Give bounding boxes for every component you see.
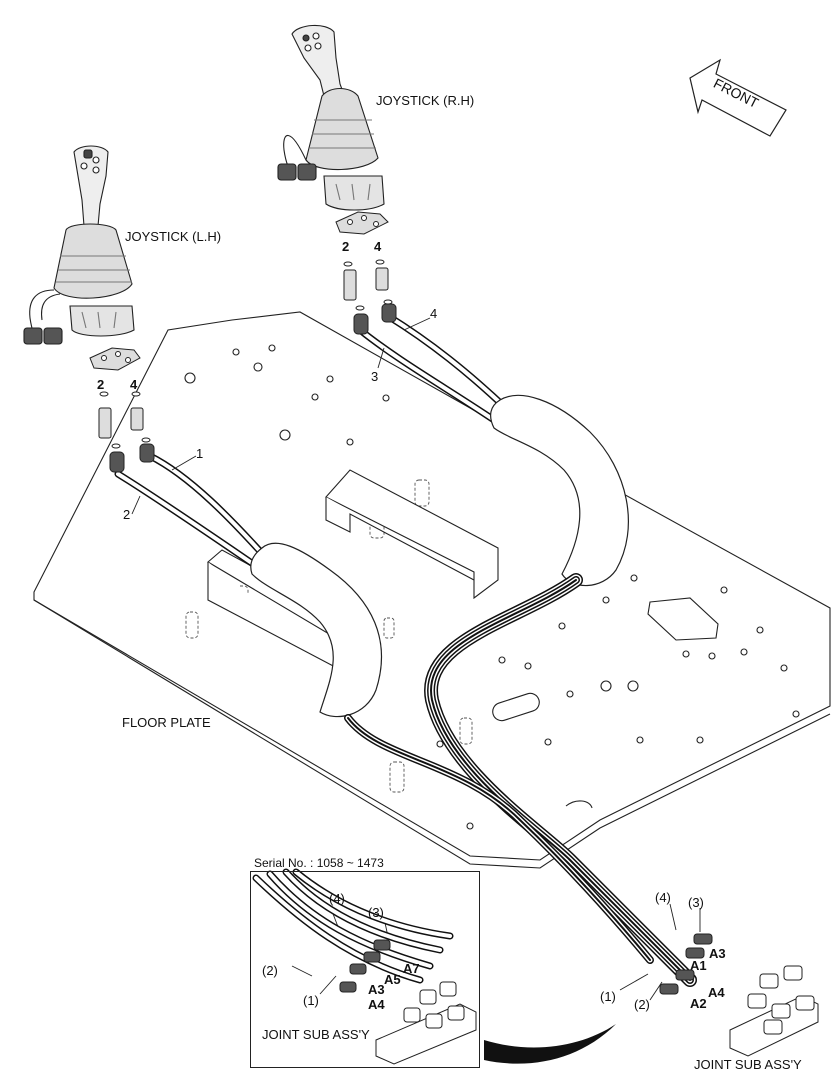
inset-port-a4: A4	[368, 997, 385, 1012]
lh-valve-parts	[89, 347, 155, 473]
callout-p3: (3)	[688, 895, 704, 910]
callout-rh-4: 4	[374, 239, 382, 254]
floor-plate	[33, 311, 831, 869]
floor-plate-label: FLOOR PLATE	[122, 715, 211, 730]
callout-rh-4b: 4	[430, 306, 438, 321]
rh-valve-parts	[335, 211, 397, 335]
inset-port-a7: A7	[403, 961, 420, 976]
leader-lines	[131, 317, 701, 1001]
lh-hose-sleeve	[250, 542, 383, 718]
port-a2: A2	[690, 996, 707, 1011]
joystick-rh	[277, 24, 385, 211]
port-a3: A3	[709, 946, 726, 961]
inset-callout-1: (1)	[303, 993, 319, 1008]
inset-port-a5: A5	[384, 972, 401, 987]
serial-inset-frame	[250, 871, 480, 1068]
callout-p1: (1)	[600, 989, 616, 1004]
inset-joint-block	[339, 939, 477, 1065]
joystick-lh	[23, 145, 135, 345]
inset-callout-2: (2)	[262, 963, 278, 978]
inset-joint-sub-assy-label: JOINT SUB ASS'Y	[262, 1027, 370, 1042]
joint-block	[659, 933, 819, 1057]
port-a4: A4	[708, 985, 725, 1000]
inset-callout-4: (4)	[329, 891, 345, 906]
rh-hose-sleeve	[490, 394, 629, 587]
front-arrow-icon	[689, 58, 787, 137]
inset-callout-3: (3)	[368, 905, 384, 920]
port-a1: A1	[690, 958, 707, 973]
inset-detail	[252, 868, 454, 984]
callout-lh-2b: 2	[123, 507, 131, 522]
joystick-lh-label: JOYSTICK (L.H)	[125, 229, 222, 244]
callout-lh-2: 2	[97, 377, 105, 392]
reference-arrow-icon	[484, 1024, 616, 1064]
callout-p4: (4)	[655, 890, 671, 905]
serial-number-label: Serial No. : 1058 ~ 1473	[254, 856, 384, 870]
main-hose-run	[344, 573, 697, 987]
lh-hose-bundle	[114, 452, 272, 574]
callout-lh-1: 1	[196, 446, 204, 461]
inset-port-a3: A3	[368, 982, 385, 997]
callout-lh-4: 4	[130, 377, 138, 392]
joint-sub-assy-label: JOINT SUB ASS'Y	[694, 1057, 802, 1072]
joystick-rh-label: JOYSTICK (R.H)	[376, 93, 475, 108]
rh-hose-bundle	[356, 312, 514, 428]
callout-rh-3: 3	[371, 369, 379, 384]
callout-rh-2: 2	[342, 239, 350, 254]
callout-p2: (2)	[634, 997, 650, 1012]
